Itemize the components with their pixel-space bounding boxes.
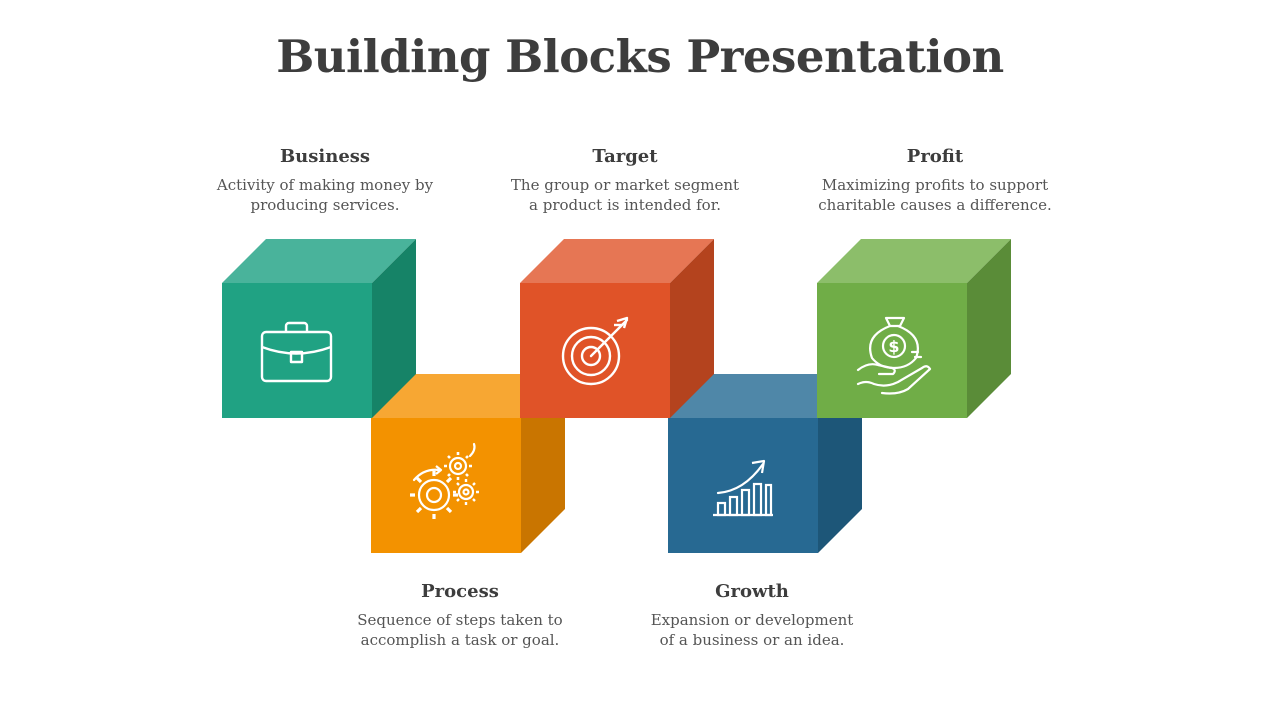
target-description: The group or market segment a product is…: [510, 176, 740, 214]
growth-block-side: [818, 374, 862, 553]
briefcase-icon: [260, 321, 333, 383]
process-block: [371, 374, 565, 553]
process-block-side: [521, 374, 565, 553]
business-description: Activity of making money by producing se…: [216, 176, 434, 214]
profit-description: Maximizing profits to support charitable…: [818, 176, 1052, 214]
growth-item: Growth Expansion or development of a bus…: [612, 581, 892, 650]
process-block-top: [371, 374, 565, 418]
profit-block-top: [817, 239, 1011, 283]
target-item: Target The group or market segment a pro…: [480, 146, 770, 215]
growth-chart-icon: [713, 459, 773, 517]
growth-block: [668, 374, 862, 553]
business-block: [222, 239, 416, 418]
slide-title: Building Blocks Presentation: [276, 30, 1004, 83]
profit-block-front: [817, 283, 967, 418]
business-block-side: [372, 239, 416, 418]
growth-heading: Growth: [715, 581, 789, 602]
target-icon: [561, 316, 629, 386]
process-heading: Process: [421, 581, 499, 602]
target-block-side: [670, 239, 714, 418]
business-block-top: [222, 239, 416, 283]
growth-description: Expansion or development of a business o…: [650, 611, 854, 649]
process-description: Sequence of steps taken to accomplish a …: [357, 611, 563, 649]
process-item: Process Sequence of steps taken to accom…: [320, 581, 600, 650]
business-block-front: [222, 283, 372, 418]
growth-block-top: [668, 374, 862, 418]
svg-text:$: $: [888, 337, 899, 356]
profit-item: Profit Maximizing profits to support cha…: [780, 146, 1090, 215]
target-heading: Target: [592, 146, 658, 167]
profit-block-side: [967, 239, 1011, 418]
business-heading: Business: [279, 146, 371, 167]
profit-heading: Profit: [906, 146, 964, 167]
gears-icon: [410, 442, 479, 519]
target-block-top: [520, 239, 714, 283]
business-item: Business Activity of making money by pro…: [195, 146, 455, 215]
money-bag-hand-icon: $: [856, 316, 932, 395]
profit-block: [817, 239, 1011, 418]
